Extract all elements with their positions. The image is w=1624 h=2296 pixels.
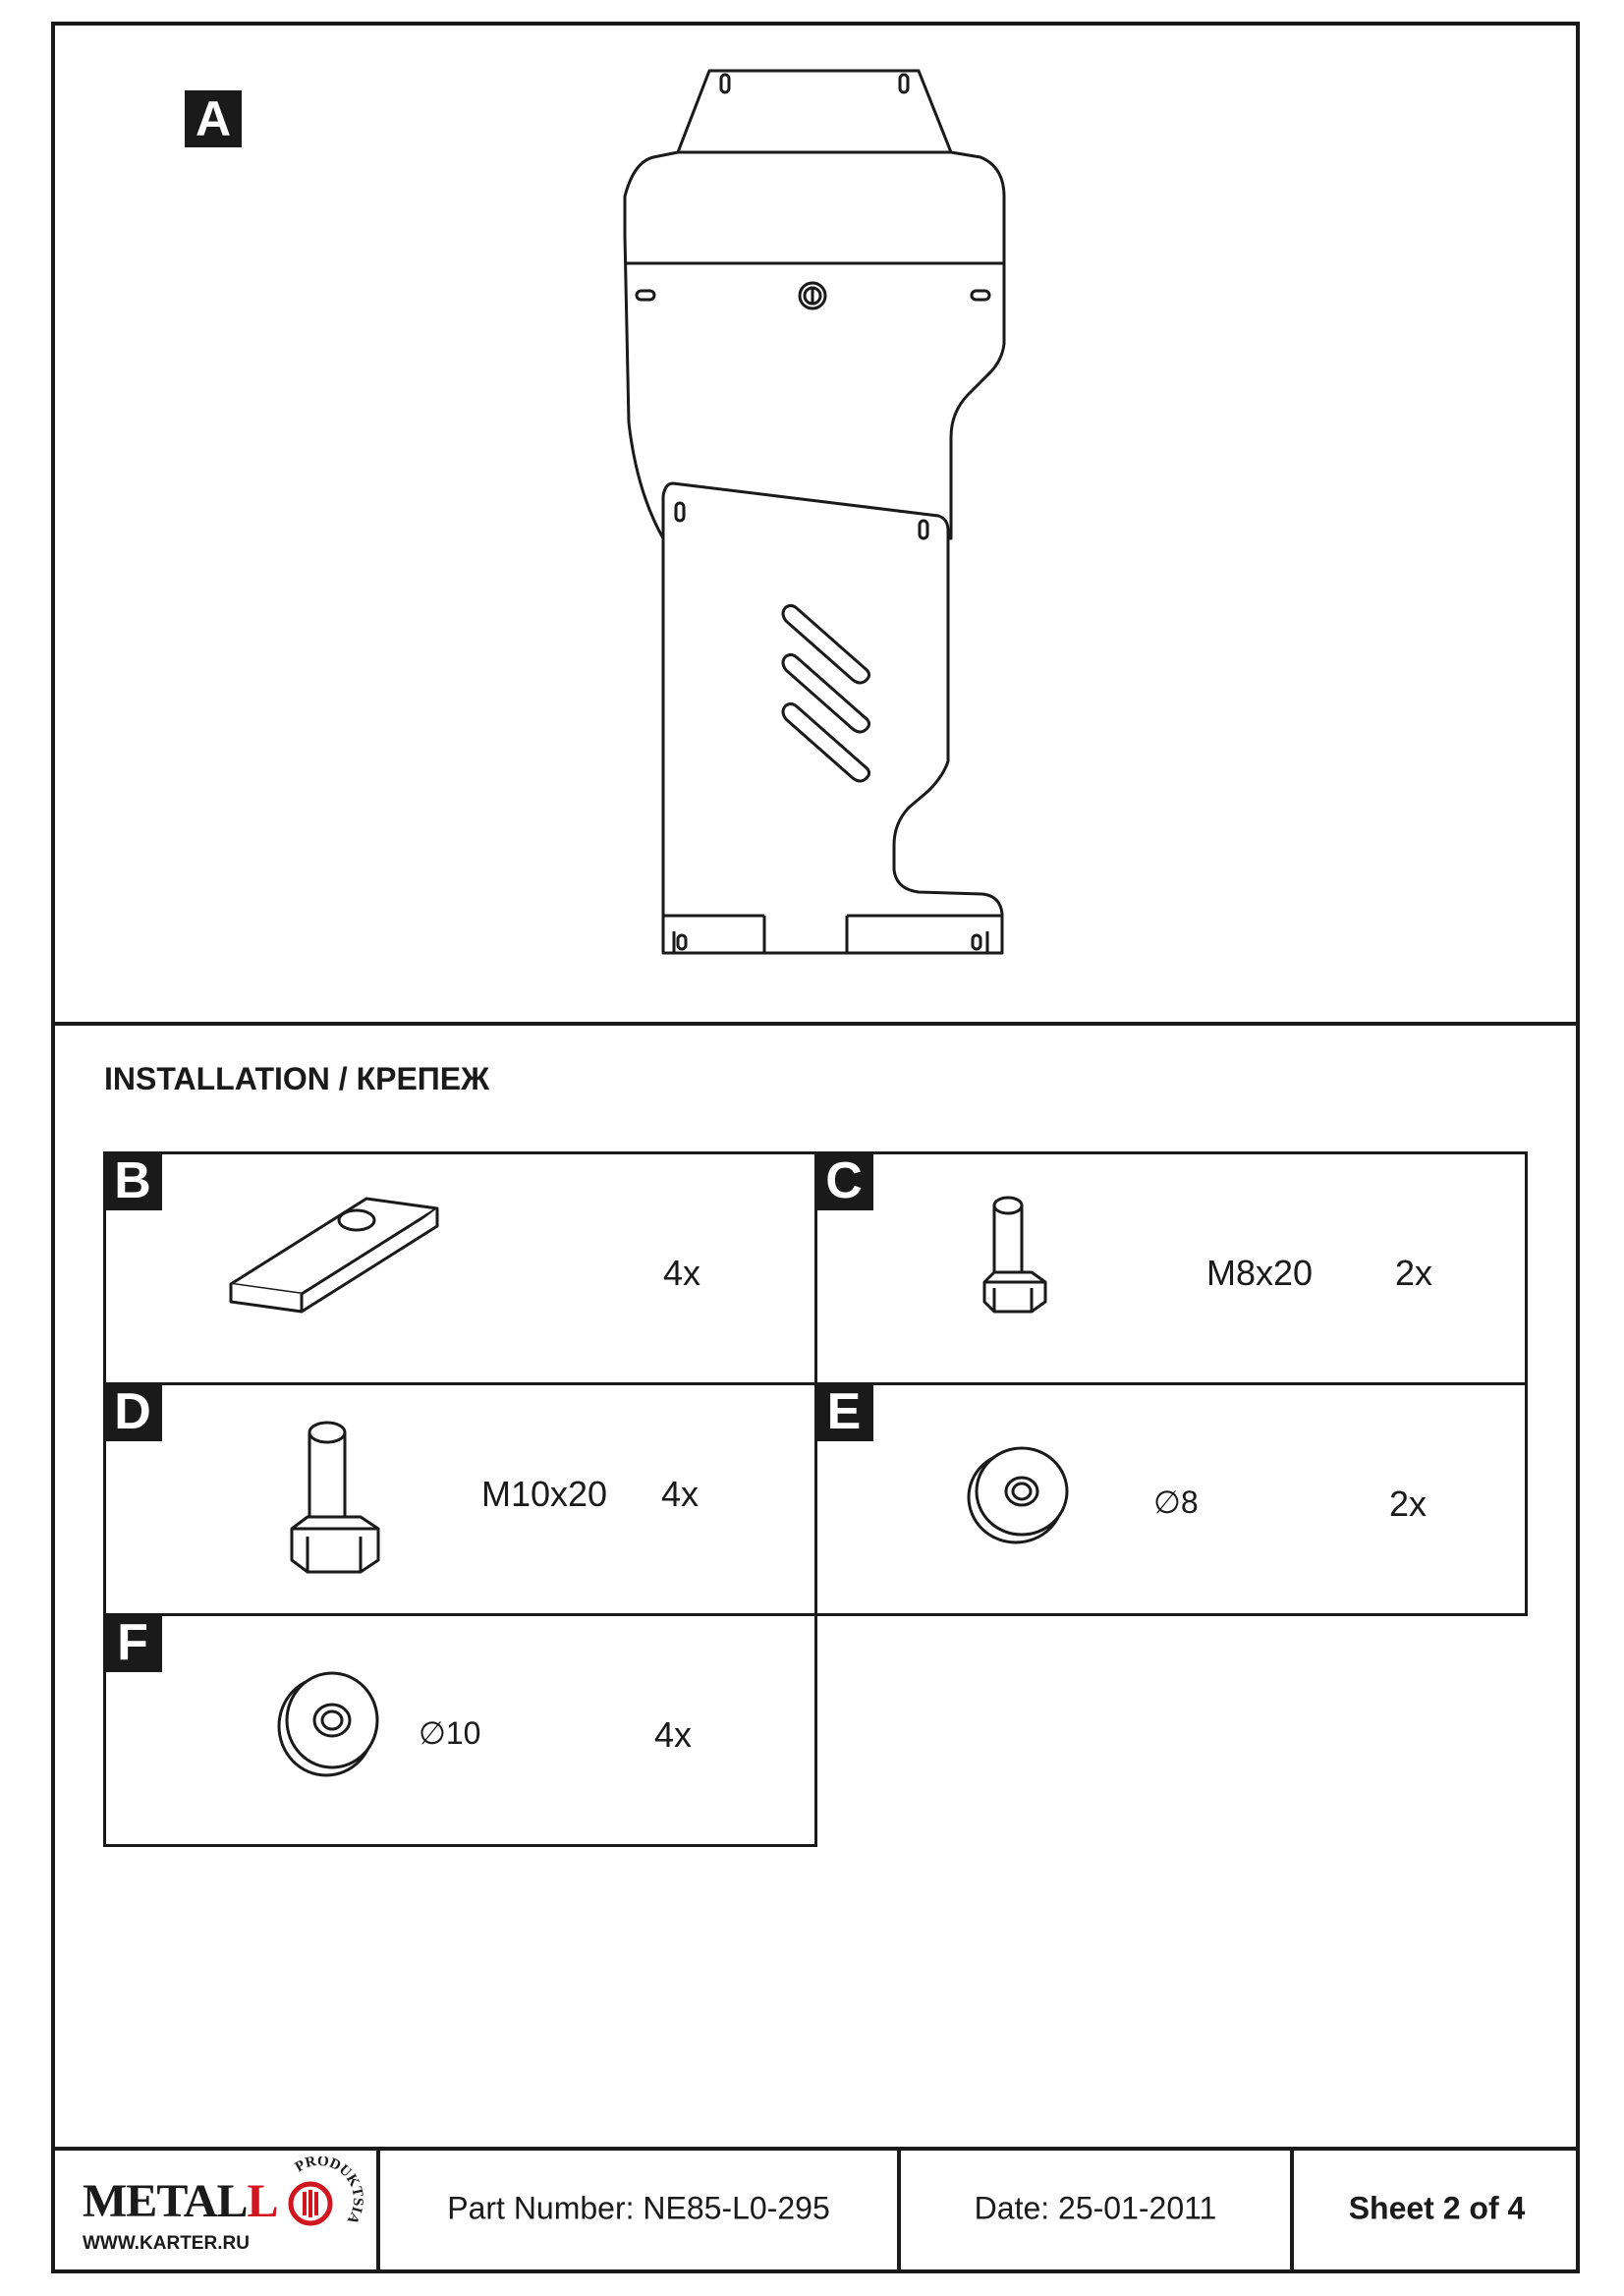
center-bolt-icon xyxy=(798,281,827,310)
item-e-tag: E xyxy=(814,1382,873,1441)
sheet-number: Sheet 2 of 4 xyxy=(1348,2190,1526,2225)
item-e-qty: 2x xyxy=(1389,1484,1428,1524)
sheet-frame xyxy=(51,22,1580,2273)
footer-divider-2 xyxy=(897,2147,901,2269)
item-e-cell: E ∅8 2x xyxy=(814,1382,1528,1616)
vent-slots xyxy=(781,603,871,783)
item-d-qty: 4x xyxy=(661,1474,700,1514)
item-c-qty: 2x xyxy=(1395,1253,1433,1293)
item-d-tag: D xyxy=(103,1382,162,1441)
item-d-spec: M10x20 xyxy=(481,1474,608,1514)
website-url: WWW.KARTER.RU xyxy=(83,2233,250,2254)
footer-divider-3 xyxy=(1290,2147,1294,2269)
item-c-cell: C M8x20 2x xyxy=(814,1151,1528,1385)
sheet-cell: Sheet 2 of 4 xyxy=(1294,2147,1580,2269)
part-number-cell: Part Number: NE85-L0-295 xyxy=(380,2147,897,2269)
item-e-spec: ∅8 xyxy=(1153,1484,1199,1520)
item-b-tag: B xyxy=(103,1151,162,1210)
skid-plate-drawing xyxy=(623,69,1006,955)
title-block: METALL PRODUKTSIA WWW.KARTER.RU Part Num… xyxy=(51,2147,1580,2273)
footer-divider-1 xyxy=(376,2147,380,2269)
svg-text:PRODUKTSIA: PRODUKTSIA xyxy=(293,2156,365,2226)
item-b-qty: 4x xyxy=(663,1253,701,1293)
installation-title: INSTALLATION / КРЕПЕЖ xyxy=(104,1061,490,1096)
item-c-spec: M8x20 xyxy=(1206,1253,1314,1293)
item-c-tag: C xyxy=(814,1151,873,1210)
item-f-tag: F xyxy=(103,1613,162,1672)
bolt-m8-icon xyxy=(982,1196,1047,1314)
washer-8-icon xyxy=(967,1446,1069,1544)
upper-plate-outline xyxy=(623,69,1006,540)
bolt-m10-icon xyxy=(290,1421,380,1574)
item-f-qty: 4x xyxy=(654,1714,693,1755)
section-a-label: A xyxy=(185,90,242,147)
metall-logo: METALL xyxy=(83,2175,278,2227)
date: Date: 25-01-2011 xyxy=(974,2190,1217,2225)
date-cell: Date: 25-01-2011 xyxy=(901,2147,1290,2269)
item-f-spec: ∅10 xyxy=(419,1715,481,1751)
section-divider xyxy=(51,1022,1580,1026)
part-number: Part Number: NE85-L0-295 xyxy=(447,2190,830,2225)
logo-cell: METALL PRODUKTSIA WWW.KARTER.RU xyxy=(51,2147,378,2269)
item-d-cell: D M10x20 4x xyxy=(103,1382,817,1616)
lower-plate-outline xyxy=(661,481,1004,955)
logo-emblem-icon: PRODUKTSIA xyxy=(288,2156,365,2226)
item-f-cell: F ∅10 4x xyxy=(103,1613,817,1847)
plate-nut-icon xyxy=(229,1197,439,1314)
washer-10-icon xyxy=(277,1671,379,1777)
item-b-cell: B 4x xyxy=(103,1151,817,1385)
footer-divider xyxy=(51,2147,1580,2151)
